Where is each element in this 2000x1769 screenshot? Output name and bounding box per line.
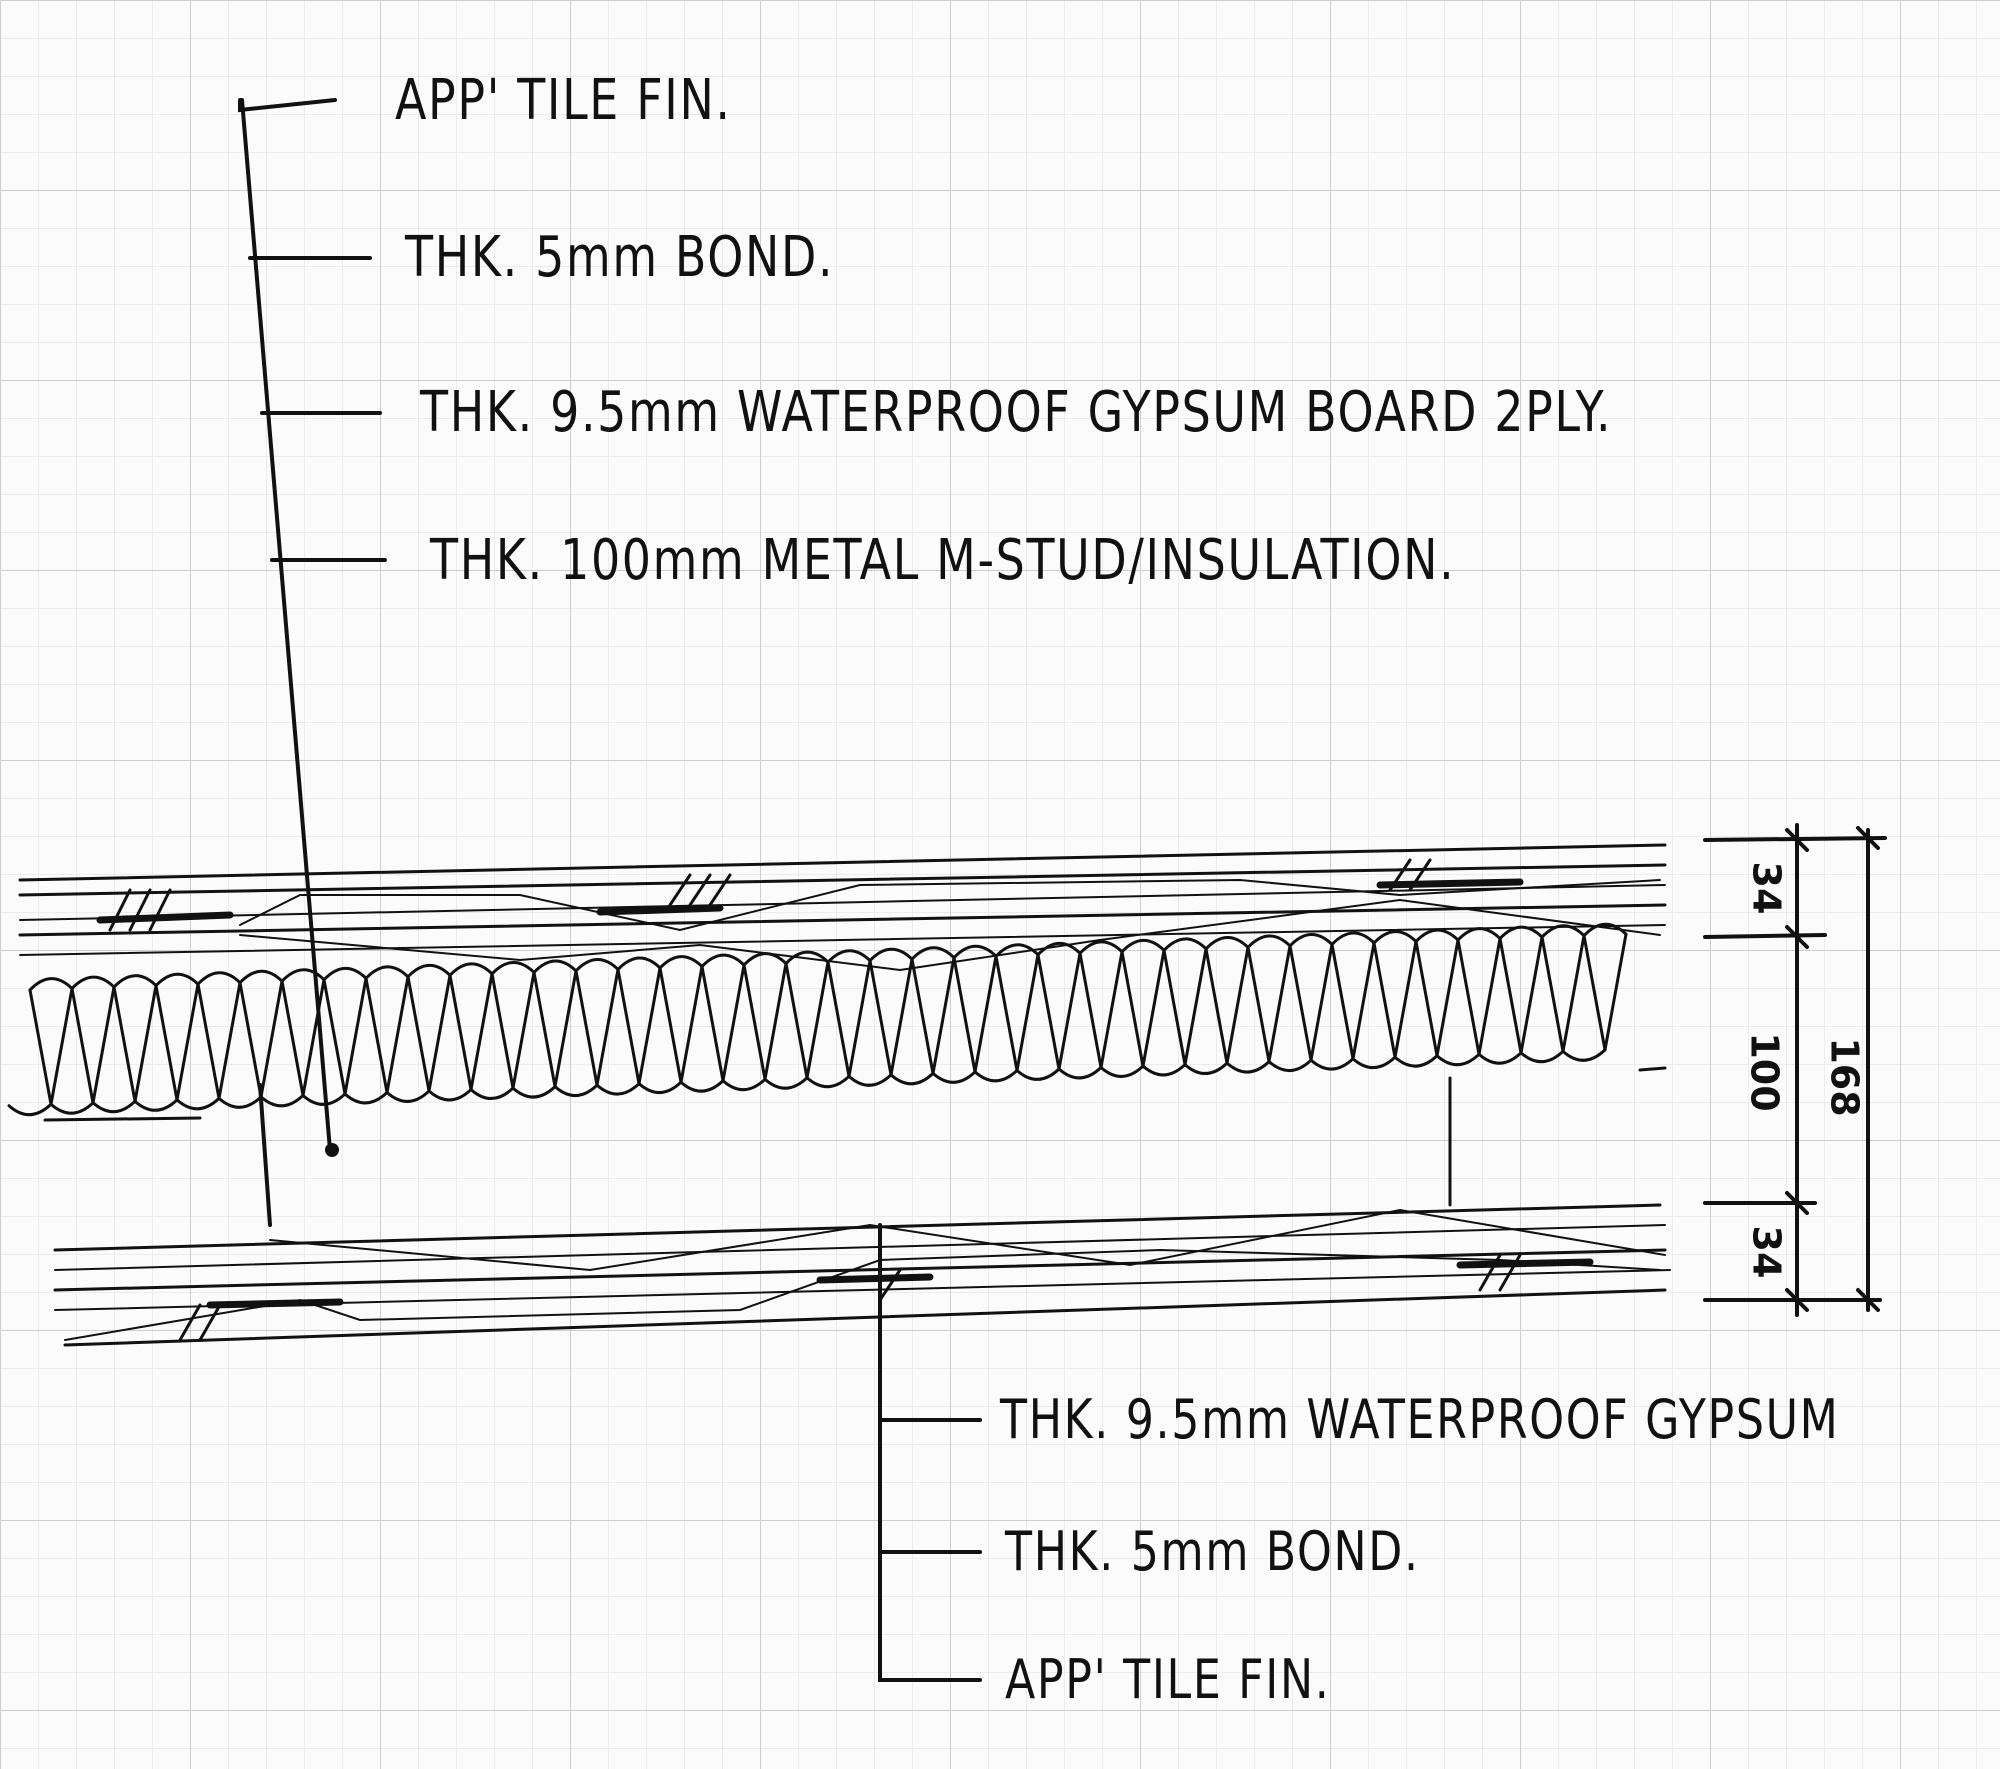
dimension-bottom-layer: 34	[1744, 1225, 1789, 1279]
bottom-finish-layers	[53, 1203, 1671, 1347]
callout-tile-finish-bottom: APP' TILE FIN.	[1005, 1648, 1331, 1711]
callout-metal-stud-insulation: THK. 100mm METAL M-STUD/INSULATION.	[430, 528, 1456, 593]
insulation-top-arcs	[28, 922, 1628, 992]
top-leader-line	[238, 98, 387, 1227]
dimension-core: 100	[1742, 1032, 1787, 1112]
insulation-zigzag	[28, 932, 1628, 1105]
callout-tile-finish-top: APP' TILE FIN.	[395, 68, 732, 133]
callout-bond-bottom: THK. 5mm BOND.	[1005, 1520, 1420, 1583]
dimension-top-layer: 34	[1744, 861, 1789, 915]
dimension-lines	[1703, 823, 1887, 1317]
top-finish-layers	[18, 843, 1667, 972]
callout-gypsum-board-bottom: THK. 9.5mm WATERPROOF GYPSUM	[1000, 1388, 1840, 1451]
stud-lines	[43, 1066, 1667, 1207]
callout-gypsum-board-top: THK. 9.5mm WATERPROOF GYPSUM BOARD 2PLY.	[420, 380, 1613, 445]
insulation-core	[7, 922, 1628, 1117]
bottom-leader-line	[878, 1223, 982, 1682]
dimension-total: 168	[1822, 1037, 1867, 1117]
insulation-bottom-arcs	[7, 1048, 1607, 1117]
callout-bond-top: THK. 5mm BOND.	[405, 225, 835, 290]
